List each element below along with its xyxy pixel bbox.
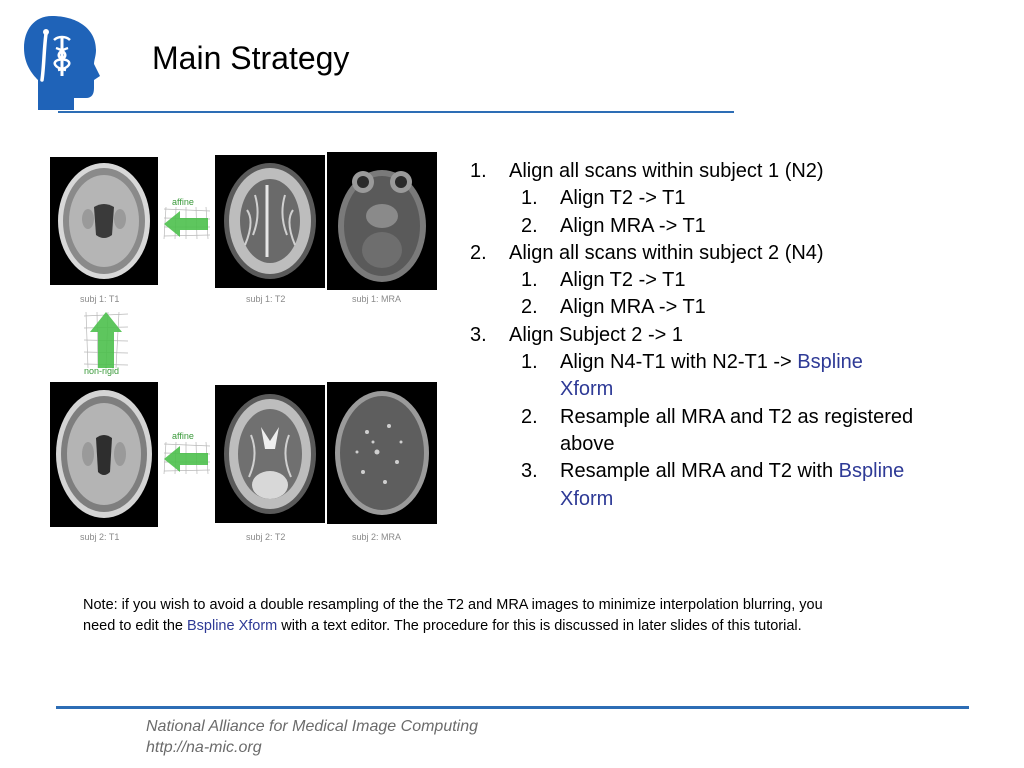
substep-3-2: 2. Resample all MRA and T2 as registered… xyxy=(470,404,920,459)
slide-title: Main Strategy xyxy=(152,40,350,76)
step-number: 2. xyxy=(470,241,487,264)
substep-3-3: 3. Resample all MRA and T2 with Bspline … xyxy=(470,458,920,513)
substep-text: Resample all MRA and T2 as registered ab… xyxy=(560,405,914,455)
substep-text: Align T2 -> T1 xyxy=(560,269,686,292)
bspline-xform-link[interactable]: Bspline Xform xyxy=(560,460,905,510)
label-affine-top: affine xyxy=(172,197,194,207)
note-text-before: Note: if you wish to avoid a double resa… xyxy=(83,597,823,634)
caption-subj1-mra: subj 1: MRA xyxy=(352,294,402,304)
substep-1-2: 2. Align MRA -> T1 xyxy=(470,213,920,240)
substep-number: 1. xyxy=(521,187,538,210)
substep-number: 2. xyxy=(521,214,538,237)
substep-1-1: 1. Align T2 -> T1 xyxy=(470,185,920,212)
note-bspline-xform-link[interactable]: Bspline Xform xyxy=(187,618,278,634)
substep-number: 2. xyxy=(521,405,538,428)
step-number: 1. xyxy=(470,160,487,182)
caption-subj1-t2: subj 1: T2 xyxy=(246,294,286,304)
substep-number: 3. xyxy=(521,460,538,483)
label-affine-bottom: affine xyxy=(172,431,194,441)
step-text: Align Subject 2 -> 1 xyxy=(509,323,683,346)
brain-scan-subj2-t2 xyxy=(215,385,325,523)
caption-subj2-mra: subj 2: MRA xyxy=(352,532,402,542)
bspline-xform-link[interactable]: Bspline Xform xyxy=(560,351,863,401)
affine-arrow-bottom xyxy=(163,441,211,475)
note-paragraph: Note: if you wish to avoid a double resa… xyxy=(83,595,843,637)
step-1: 1. Align all scans within subject 1 (N2)… xyxy=(470,158,920,240)
brain-scan-subj1-t2 xyxy=(215,155,325,288)
label-nonrigid: non-rigid xyxy=(84,366,120,376)
footer-url: http://na-mic.org xyxy=(146,739,262,756)
substep-text: Align MRA -> T1 xyxy=(560,214,706,237)
footer-divider xyxy=(56,706,969,709)
step-3: 3. Align Subject 2 -> 1 1. Align N4-T1 w… xyxy=(470,322,920,513)
brain-scan-subj2-mra xyxy=(327,382,437,524)
caption-subj1-t1: subj 1: T1 xyxy=(80,294,120,304)
substep-text: Align MRA -> T1 xyxy=(560,296,706,319)
brain-scan-subj1-mra xyxy=(327,152,437,290)
brain-scan-subj1-t1 xyxy=(50,157,158,285)
brain-scan-subj2-t1 xyxy=(50,382,158,527)
substep-2-2: 2. Align MRA -> T1 xyxy=(470,294,920,321)
title-divider xyxy=(58,111,734,113)
affine-arrow-top xyxy=(163,206,211,240)
substep-number: 1. xyxy=(521,351,538,374)
substep-number: 2. xyxy=(521,296,538,319)
caption-subj2-t1: subj 2: T1 xyxy=(80,532,120,542)
footer-org: National Alliance for Medical Image Comp… xyxy=(146,718,479,735)
substep-number: 1. xyxy=(521,269,538,292)
footer: National Alliance for Medical Image Comp… xyxy=(146,716,478,758)
substep-text: Align N4-T1 with N2-T1 -> xyxy=(560,351,798,374)
substep-3-1: 1. Align N4-T1 with N2-T1 -> Bspline Xfo… xyxy=(470,349,920,404)
nonrigid-arrow xyxy=(83,311,129,369)
step-text: Align all scans within subject 1 (N2) xyxy=(509,160,824,182)
step-number: 3. xyxy=(470,323,487,346)
namic-logo xyxy=(24,16,100,110)
step-2: 2. Align all scans within subject 2 (N4)… xyxy=(470,240,920,322)
note-text-after: with a text editor. The procedure for th… xyxy=(277,618,802,634)
substep-2-1: 1. Align T2 -> T1 xyxy=(470,267,920,294)
caption-subj2-t2: subj 2: T2 xyxy=(246,532,286,542)
substep-text: Resample all MRA and T2 with xyxy=(560,460,839,483)
strategy-steps: 1. Align all scans within subject 1 (N2)… xyxy=(470,158,920,513)
step-text: Align all scans within subject 2 (N4) xyxy=(509,241,824,264)
substep-text: Align T2 -> T1 xyxy=(560,187,686,210)
